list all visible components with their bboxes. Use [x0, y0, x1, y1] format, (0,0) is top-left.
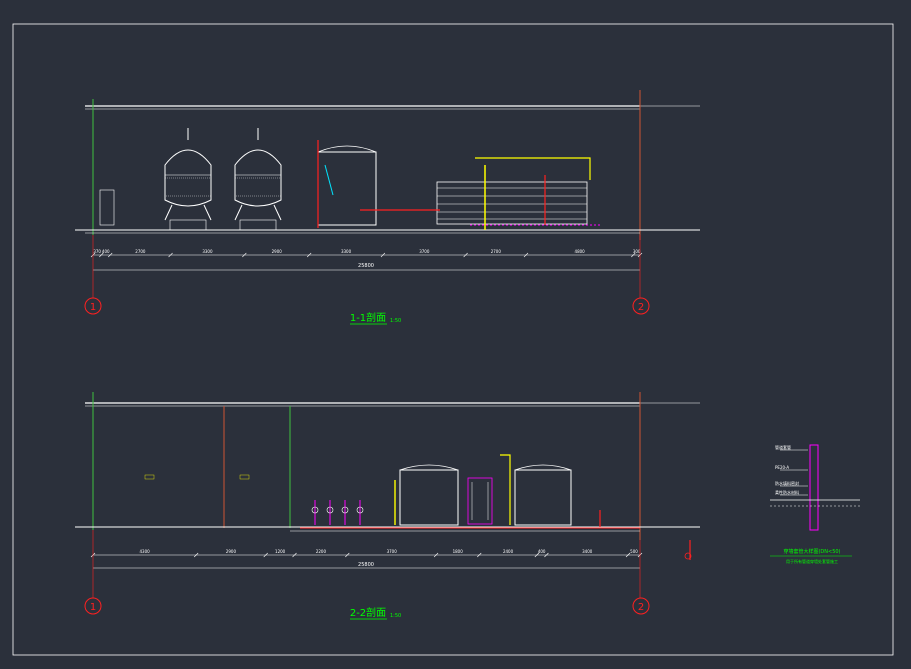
section-title-1: 1-1剖面 — [350, 311, 386, 324]
dim-tick — [168, 252, 173, 258]
axis-label-1-right: 2 — [638, 302, 644, 313]
dim-tick — [463, 252, 468, 258]
dim-tick — [193, 552, 199, 558]
section-scale-1: 1:50 — [390, 318, 401, 324]
detail-title: 穿墙套管大样图(DN<50) — [783, 548, 840, 555]
section-2-2: 4300 2900 1200 2200 3700 1800 2400 400 3400 500 2… — [75, 392, 700, 620]
axis-bubble-1-left — [84, 297, 102, 315]
dim-tick — [292, 552, 297, 558]
dim-value: 1800 — [453, 549, 464, 554]
detail-label-1: 管道套管 — [775, 444, 791, 450]
axis-bubble-2-right — [632, 597, 650, 615]
dim-tick — [263, 552, 268, 558]
dim-tick — [99, 252, 104, 258]
cartridge-filters — [467, 477, 493, 525]
dim-value: 2900 — [226, 549, 237, 554]
sleeve-detail: 管道套管 PE20-A 防水填料密封 柔性防水材料 穿墙套管大样图(DN<50)… — [770, 444, 860, 564]
dim-value: 3700 — [419, 249, 430, 254]
detail-label-2: PE20-A — [775, 465, 789, 470]
dim-tick — [544, 552, 549, 558]
dim-tick — [534, 552, 540, 558]
dim-value: 300 — [633, 249, 641, 254]
ro-membrane-rack — [436, 181, 588, 225]
dim-value: 4300 — [139, 549, 150, 554]
dim-tick — [345, 552, 350, 558]
dim-value: 1200 — [275, 549, 286, 554]
dim-value: 4800 — [575, 249, 586, 254]
pipe-yellow-4 — [500, 454, 511, 525]
axis-label-2-right: 2 — [638, 602, 644, 613]
water-tank — [317, 140, 377, 228]
tank-2-right — [514, 464, 572, 526]
dim-tick — [523, 252, 529, 258]
dim-value: 500 — [630, 549, 638, 554]
room-tag-1 — [144, 474, 155, 480]
pump-group — [311, 500, 364, 525]
tank-2-left — [399, 464, 459, 526]
dim-value: 3300 — [202, 249, 213, 254]
outlet-symbol — [684, 552, 692, 560]
dim-value: 2900 — [272, 249, 283, 254]
axis-bubble-2-left — [84, 597, 102, 615]
dim-value: 3300 — [341, 249, 352, 254]
dim-value: 400 — [102, 249, 110, 254]
dim-value: 2400 — [503, 549, 514, 554]
dim-tick — [433, 552, 439, 558]
filter-tank-1 — [164, 128, 212, 231]
section-scale-2: 1:50 — [390, 613, 401, 619]
drawing-frame — [12, 23, 894, 656]
pipe-yellow-2 — [475, 157, 591, 180]
dim-value: 400 — [538, 549, 546, 554]
total-dim-2: 25800 — [358, 562, 374, 568]
dim-value: 3700 — [387, 549, 398, 554]
dim-tick — [631, 252, 636, 258]
axis-label-2-left: 1 — [90, 602, 96, 613]
dim-tick — [306, 252, 312, 258]
dim-tick — [625, 552, 631, 558]
dim-tick — [380, 252, 386, 258]
dim-value: 3400 — [582, 549, 593, 554]
detail-label-4: 柔性防水材料 — [775, 489, 799, 495]
dim-tick — [108, 252, 113, 258]
axis-bubble-1-right — [632, 297, 650, 315]
dim-tick — [477, 552, 482, 558]
dim-value: 370 — [93, 249, 101, 254]
dim-tick — [242, 252, 247, 258]
dim-value: 2700 — [135, 249, 146, 254]
axis-label-1-left: 1 — [90, 302, 96, 313]
dim-value: 2700 — [491, 249, 502, 254]
total-dim-1: 25800 — [358, 263, 374, 269]
dim-ticks-2: 4300 2900 1200 2200 3700 1800 2400 400 3400 500 — [90, 549, 643, 558]
filter-tank-2 — [234, 128, 282, 231]
detail-label-3: 防水填料密封 — [775, 480, 799, 486]
room-tag-2 — [239, 474, 250, 480]
pump-left — [99, 189, 115, 226]
dim-value: 2200 — [316, 549, 327, 554]
detail-subtitle: 用于所有管道穿墙处套管施工 — [786, 558, 838, 564]
detail-pipe — [809, 444, 819, 531]
section-title-2: 2-2剖面 — [350, 606, 386, 619]
